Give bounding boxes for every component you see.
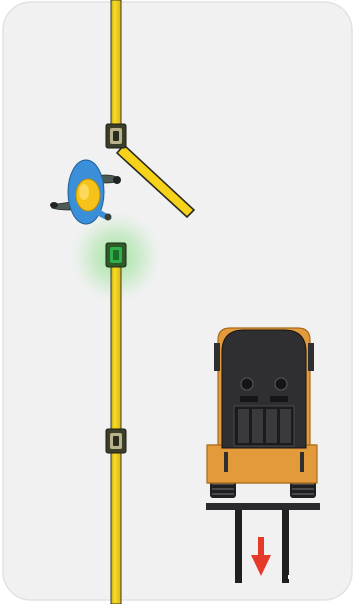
sensor-box-icon bbox=[106, 124, 126, 148]
sensor-box-active-icon bbox=[106, 243, 126, 267]
sensor-box-icon bbox=[106, 429, 126, 453]
barrier-pole-middle bbox=[111, 266, 121, 432]
floor-area bbox=[3, 2, 352, 600]
barrier-pole-bottom bbox=[111, 452, 121, 604]
barrier-pole-top bbox=[111, 0, 121, 128]
